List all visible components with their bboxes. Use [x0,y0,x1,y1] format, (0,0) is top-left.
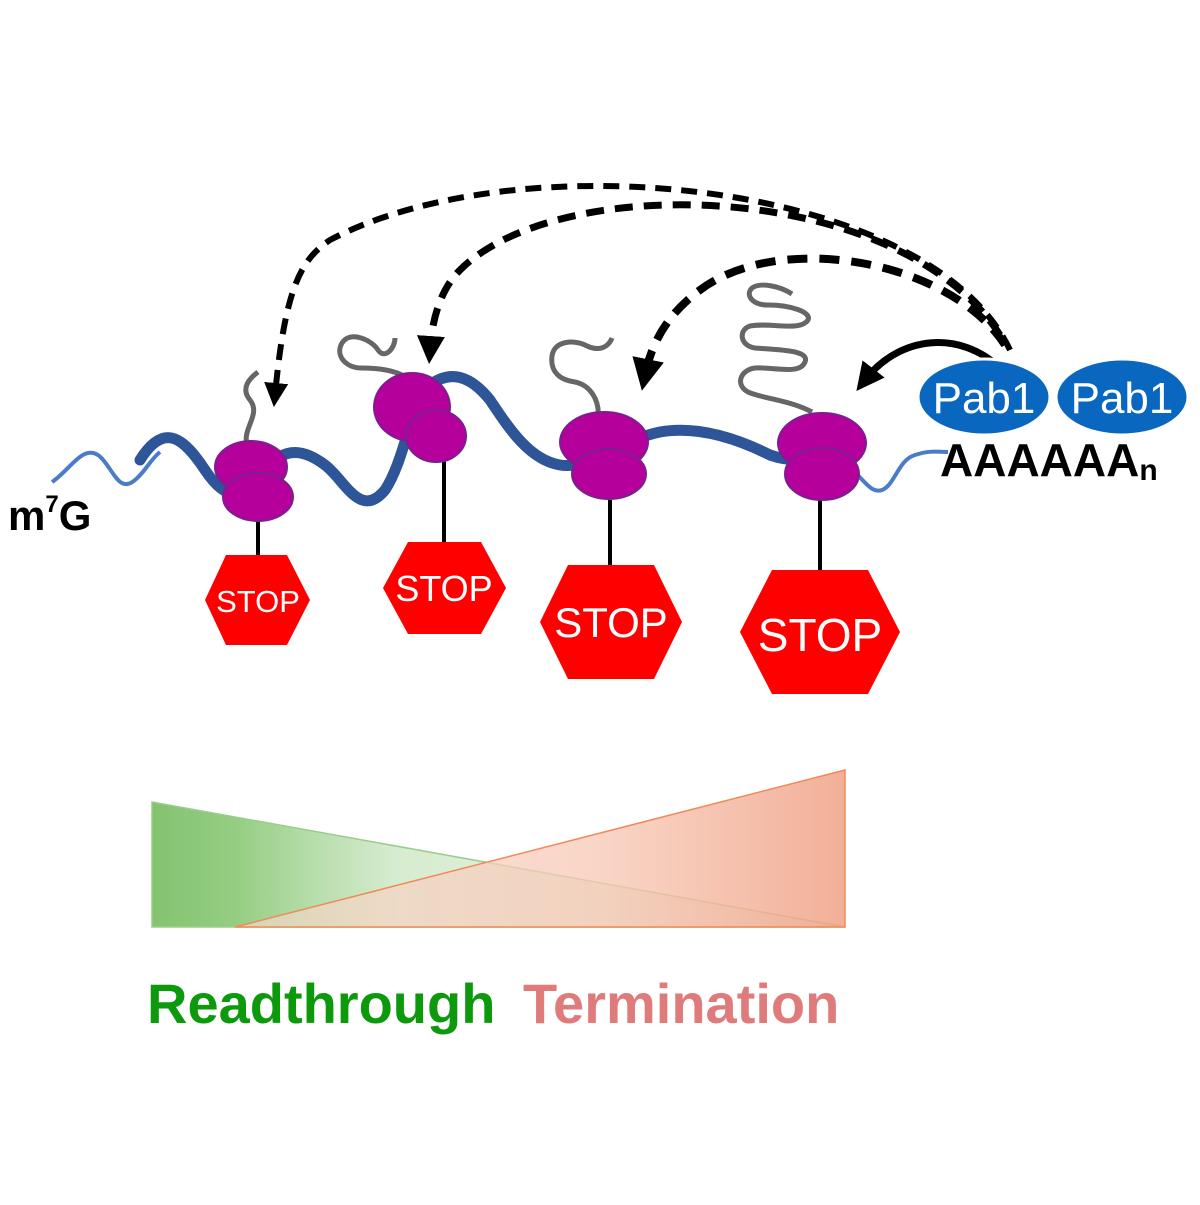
cap-base: m [8,492,45,539]
solid-arrow [856,339,1003,392]
pab1-label-2: Pab1 [1071,374,1174,423]
polya-tail-label: AAAAAAn [940,434,1158,487]
stop-sign-4: STOP [740,570,900,694]
cap-superscript: 7 [45,491,58,518]
cap-suffix: G [59,492,92,539]
dashed-arrow-medium [416,201,1003,364]
ribosome-3 [559,411,649,500]
stop-sign-2-label: STOP [395,568,492,609]
readthrough-label: Readthrough [147,972,495,1035]
pab1-protein-1: Pab1 [916,357,1052,437]
peptide-3 [549,336,615,419]
cap-label: m7G [8,491,91,539]
peptide-2 [337,334,414,384]
termination-triangle [234,769,846,928]
stop-sign-1: STOP [205,555,310,645]
peptide-1 [243,370,260,449]
stop-sign-4-label: STOP [758,609,882,661]
pab1-protein-2: Pab1 [1054,357,1190,437]
pab1-label-1: Pab1 [933,374,1036,423]
ribosome-4 [777,412,867,501]
stop-sign-1-label: STOP [216,584,300,619]
polya-subscript: n [1139,454,1157,487]
stop-sign-3-label: STOP [554,599,668,646]
termination-label: Termination [523,972,839,1035]
mrna-5prime-thin [50,450,162,487]
stop-sign-2: STOP [383,542,506,634]
dashed-arrow-short [632,254,1009,391]
polya-text: AAAAAA [940,434,1139,486]
dashed-arrow-long [264,183,1013,407]
peptide-4 [738,282,814,415]
ribosome-2 [373,372,467,463]
ribosome-1 [214,440,294,522]
stop-sign-3: STOP [540,565,682,679]
mrna-3prime-thin [839,449,949,493]
